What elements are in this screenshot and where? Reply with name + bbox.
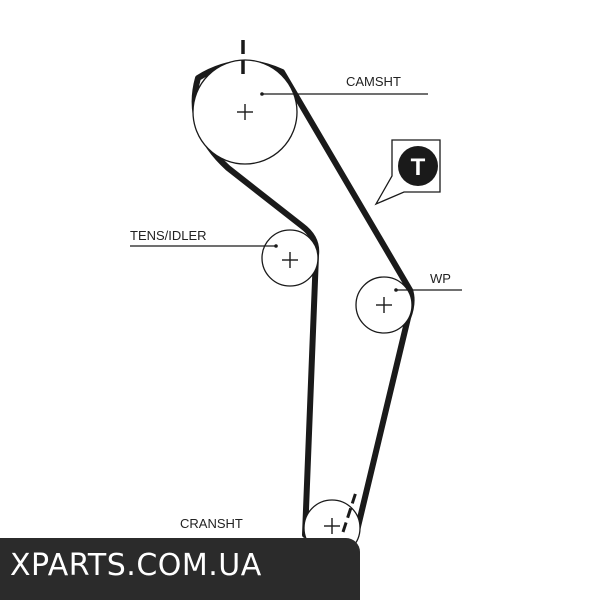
water-pump-pulley: [355, 276, 413, 334]
camshaft-pulley: [192, 40, 298, 165]
crankshaft-timing-mark: [341, 491, 358, 533]
tensioner-label: TENS/IDLER: [130, 228, 207, 243]
water-pump-label: WP: [430, 271, 451, 286]
camshaft-label: CAMSHT: [346, 74, 401, 89]
tensioner-badge-letter: T: [411, 154, 426, 181]
watermark-text: XPARTS.COM.UA: [10, 548, 262, 583]
watermark-band: XPARTS.COM.UA: [0, 538, 360, 600]
crankshaft-label: CRANSHT: [180, 516, 243, 531]
tensioner-pulley: [261, 229, 319, 287]
tensioner-badge: T: [374, 139, 441, 206]
watermark: XPARTS.COM.UA: [0, 538, 600, 600]
